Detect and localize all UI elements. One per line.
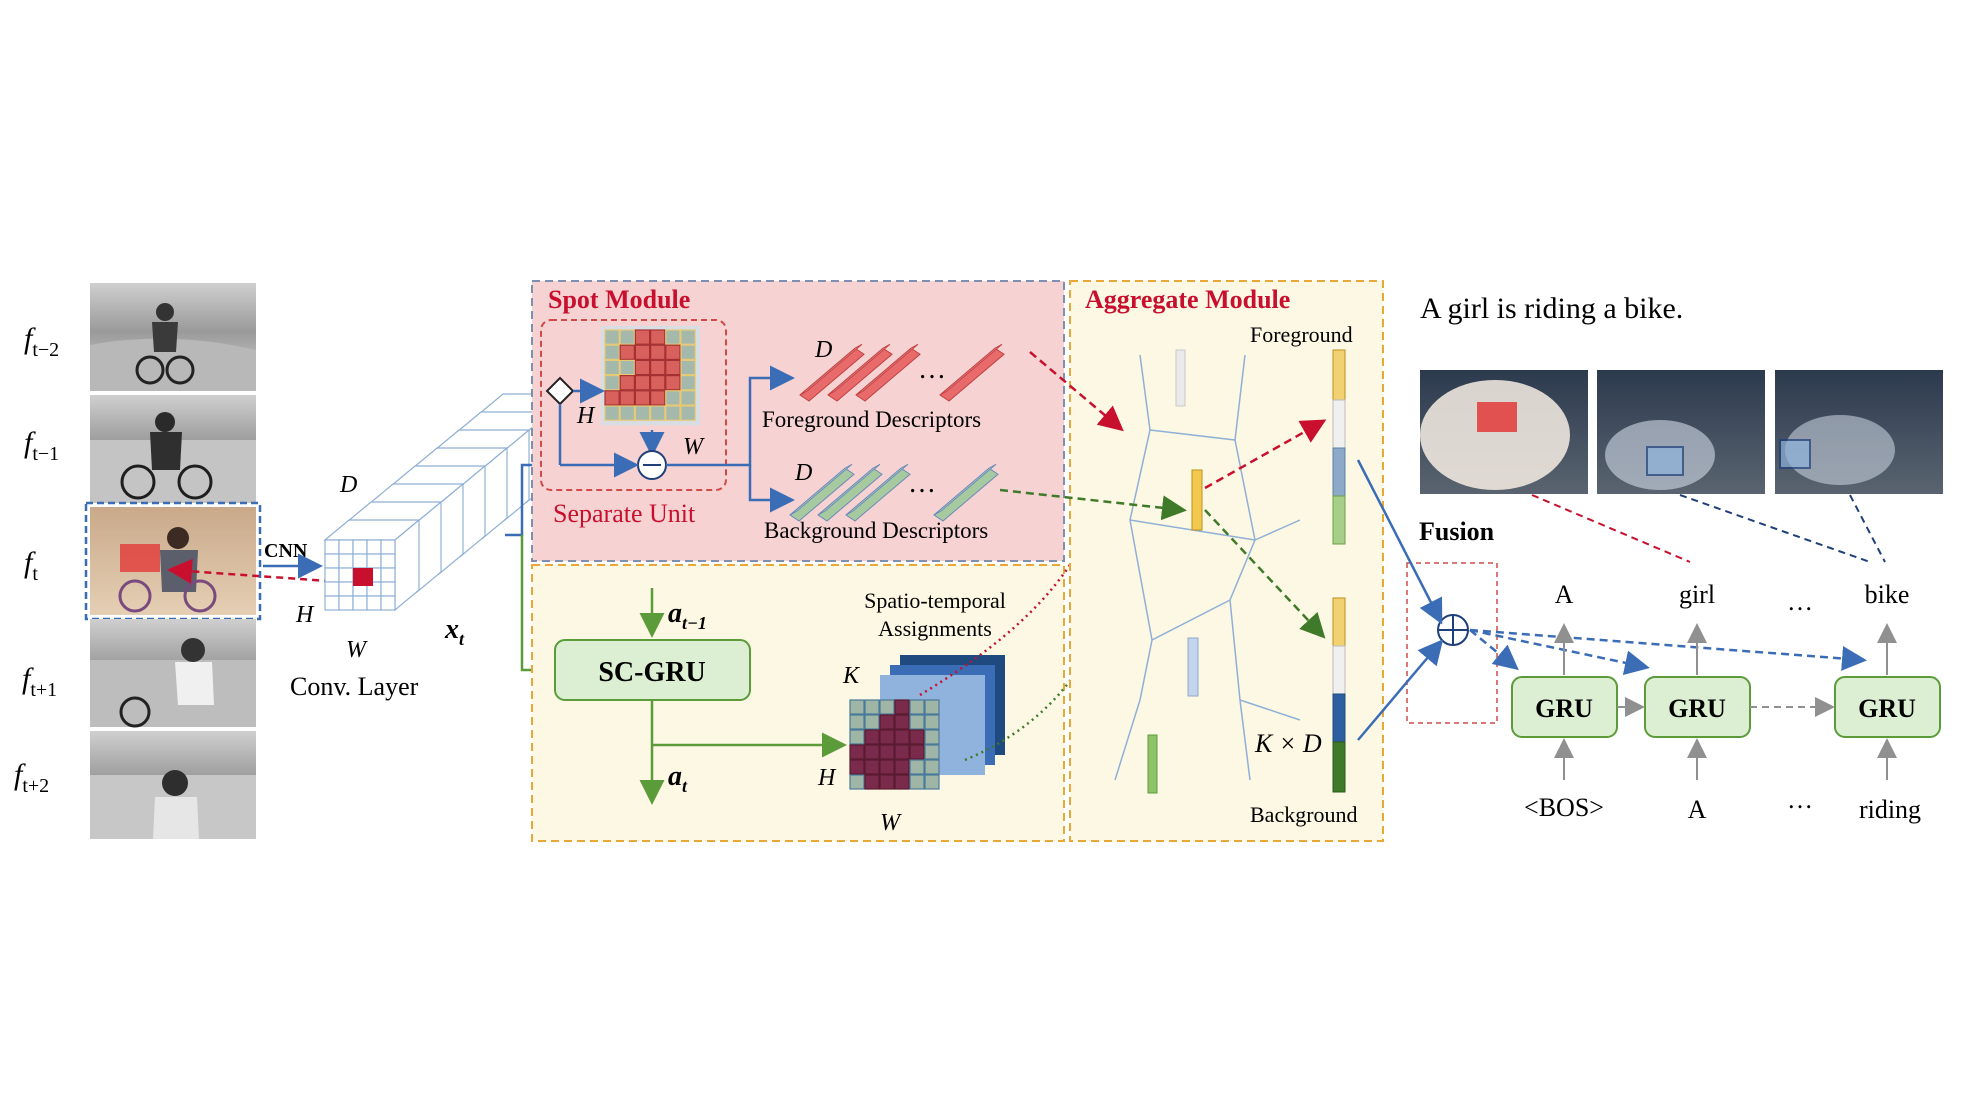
- frame-label: ft−2: [24, 322, 59, 361]
- gru-cell-label: GRU: [1858, 694, 1916, 723]
- bg-d-label: D: [794, 460, 812, 486]
- background-descriptors: [789, 463, 999, 522]
- frame-t: [84, 501, 262, 621]
- assignment-stack: [849, 655, 1005, 790]
- fusion-to-gru3: [1469, 628, 1867, 671]
- frame-label: ft+2: [14, 758, 49, 797]
- output-word: girl: [1679, 580, 1715, 609]
- cnn-label: CNN: [264, 540, 308, 562]
- input-word: …: [1787, 785, 1813, 814]
- attention-map-girl: [1420, 370, 1588, 494]
- fusion-label: Fusion: [1419, 517, 1495, 546]
- frame-t-plus-2: [90, 731, 256, 839]
- bg-descriptors-label: Background Descriptors: [764, 518, 988, 543]
- conv-d-label: D: [339, 472, 357, 498]
- bg-dots: …: [908, 468, 936, 499]
- scgru-label: SC-GRU: [598, 657, 705, 688]
- frame-t-minus-1: [90, 395, 256, 503]
- assign-h-label: H: [817, 765, 837, 791]
- to-fg-arrow: [666, 365, 795, 467]
- gru-cell: [1834, 676, 1941, 738]
- output-word: …: [1787, 587, 1813, 616]
- frame-label: ft−1: [24, 426, 59, 465]
- gru-input-arrows: [1554, 738, 1897, 780]
- conv-h-label: H: [295, 602, 315, 628]
- frame-label: ft+1: [22, 662, 57, 701]
- gru-cells: GRU GRU GRU: [1511, 676, 1941, 738]
- bg-to-cluster-arrow: [999, 488, 1187, 521]
- cluster-to-fg-vector: [1204, 419, 1327, 490]
- voronoi-lines: [1114, 354, 1301, 781]
- cluster-bars: [1147, 349, 1203, 794]
- fg-dots: …: [918, 354, 946, 385]
- conv-x-label: xt: [444, 614, 465, 649]
- input-word: riding: [1859, 795, 1921, 824]
- output-word: A: [1555, 580, 1574, 609]
- frame-labels: ft−2 ft−1 ft ft+1 ft+2: [14, 322, 59, 797]
- fg-to-cluster-arrow: [1029, 351, 1124, 432]
- input-word: A: [1688, 795, 1707, 824]
- background-label: Background: [1250, 802, 1358, 827]
- gru-output-arrows: [1554, 623, 1897, 675]
- output-word: bike: [1865, 580, 1910, 609]
- frame-t-minus-2: [90, 283, 256, 391]
- fusion-box: [1406, 562, 1498, 724]
- frame-label: ft: [24, 546, 38, 585]
- attention-map-bike-2: [1775, 370, 1943, 494]
- a-t-label: at: [668, 761, 688, 796]
- separate-unit-box: [540, 319, 727, 491]
- gru-cell-label: GRU: [1535, 694, 1593, 723]
- frame-t-plus-1: [90, 619, 256, 728]
- fusion-to-gru2: [1469, 628, 1650, 676]
- foreground-label: Foreground: [1250, 322, 1353, 347]
- spot-module-title: Spot Module: [548, 285, 690, 314]
- separate-unit-label: Separate Unit: [553, 499, 696, 528]
- fg-descriptors-label: Foreground Descriptors: [762, 407, 981, 432]
- a-prev-label: at−1: [668, 598, 707, 633]
- attention-region: [120, 544, 160, 572]
- aggregate-module-box: [1069, 280, 1384, 842]
- bg-to-fusion-arrow: [1357, 639, 1444, 741]
- fg-to-fusion-arrow: [1356, 459, 1443, 625]
- background-vector: [1332, 597, 1346, 793]
- input-word: <BOS>: [1524, 793, 1604, 822]
- caption-sentence: A girl is riding a bike.: [1420, 292, 1683, 325]
- input-words: <BOS> A … riding: [1524, 785, 1921, 824]
- fg-d-label: D: [814, 337, 832, 363]
- attention-maps: [1420, 370, 1943, 494]
- cluster-to-bg-vector: [1204, 509, 1326, 639]
- girl-attention-link: [1531, 494, 1691, 563]
- assign-k-label: K: [842, 663, 861, 689]
- foreground-descriptors: [799, 343, 1005, 402]
- conv-w-label: W: [346, 637, 368, 663]
- assign-w-label: W: [880, 810, 902, 836]
- attention-back-arrow: [167, 558, 344, 584]
- fusion-to-gru1: [1469, 629, 1519, 671]
- assignments-title-line2: Assignments: [878, 616, 992, 641]
- input-frames: ft−2 ft−1 ft ft+1 ft+2: [14, 283, 262, 839]
- assignments-title-line1: Spatio-temporal: [864, 588, 1006, 613]
- bike-attention-link-1: [1679, 494, 1871, 563]
- attention-map-bike-1: [1597, 370, 1765, 494]
- to-bg-arrow: [748, 465, 795, 513]
- spot-h-label: H: [576, 403, 596, 429]
- bike-attention-link-2: [1849, 494, 1886, 563]
- spot-grid: [601, 326, 701, 426]
- conv-caption: Conv. Layer: [290, 672, 419, 701]
- gru-cell-label: GRU: [1668, 694, 1726, 723]
- kxd-label: K × D: [1254, 729, 1322, 758]
- output-words: A girl … bike: [1555, 580, 1910, 616]
- spot-w-label: W: [683, 434, 705, 460]
- aggregate-module-title: Aggregate Module: [1085, 285, 1290, 314]
- foreground-vector: [1332, 349, 1346, 545]
